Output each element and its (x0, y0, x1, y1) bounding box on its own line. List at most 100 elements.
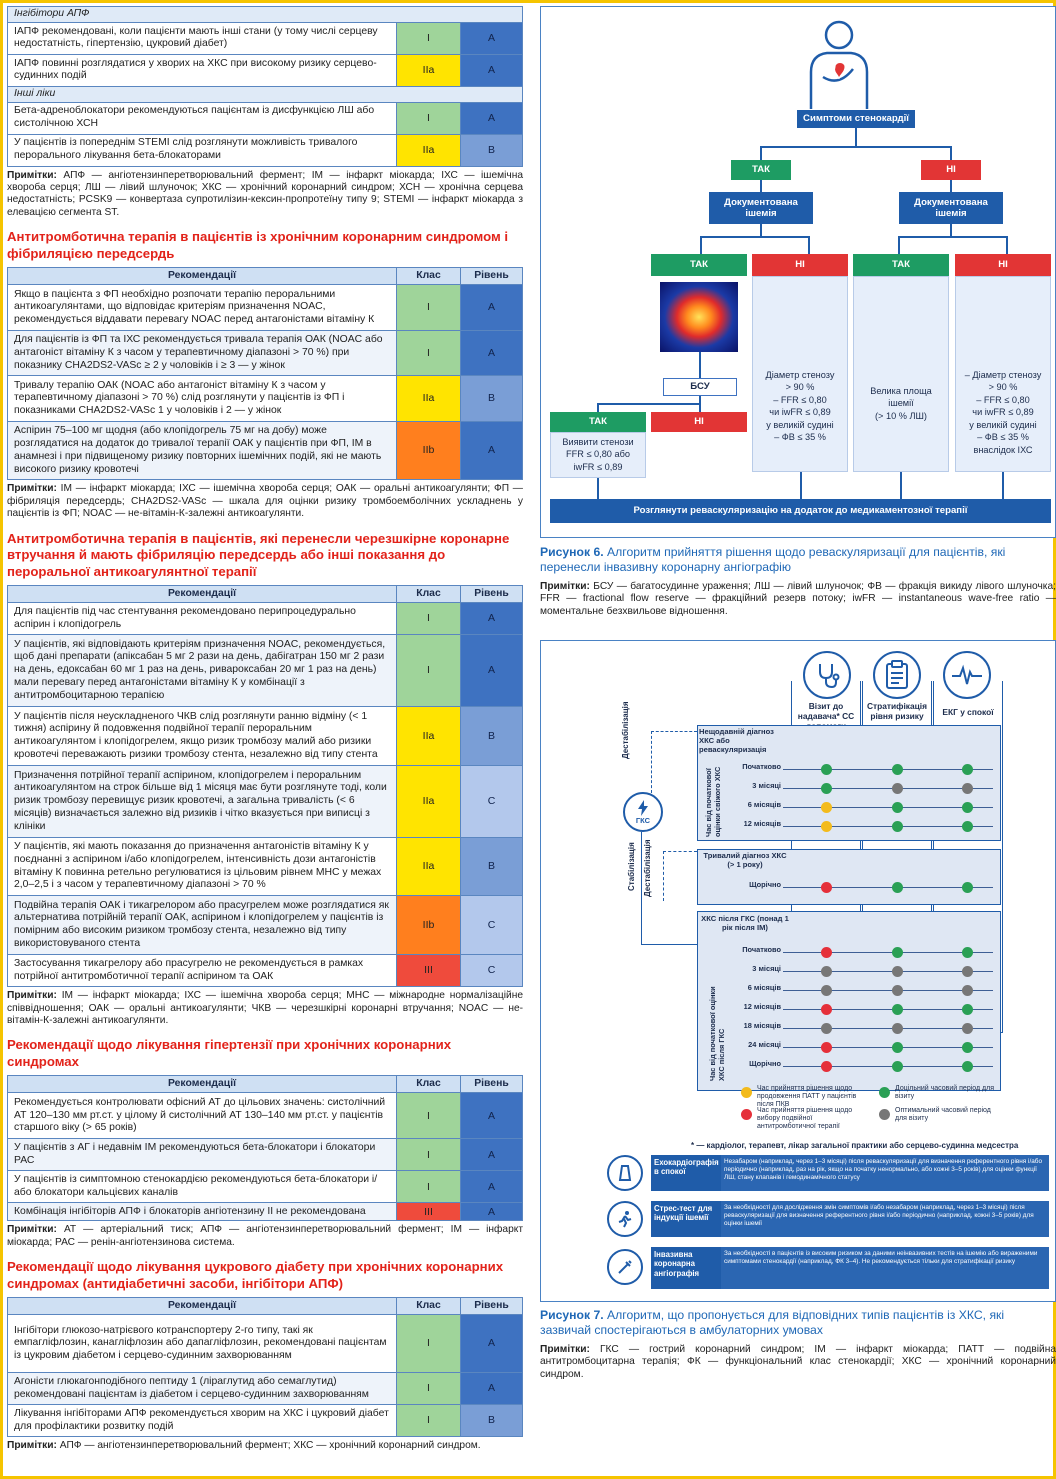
rec-text: Агоністи глюкагонподібного пептиду 1 (лі… (7, 1372, 397, 1406)
timeline-dot (962, 764, 973, 775)
timeline-dot (821, 783, 832, 794)
timeline-dot (962, 1023, 973, 1034)
timeline-row-label: Початково (742, 945, 781, 954)
class-cell: I (396, 1138, 461, 1172)
rec-text: Застосування тикагрелору або прасугрелю … (7, 954, 397, 988)
rec-text: У пацієнтів з АГ і недавнім ІМ рекоменду… (7, 1138, 397, 1172)
class-cell: III (396, 1202, 461, 1222)
destabilization-label: Дестабілізація (643, 839, 652, 897)
timeline-row-label: 24 місяці (748, 1040, 781, 1049)
level-cell: C (460, 765, 523, 839)
patient-icon (809, 20, 869, 109)
test-stress-name: Стрес-тест для індукції ішемії (651, 1201, 721, 1237)
left-column: Інгібітори АПФ ІАПФ рекомендовані, коли … (7, 6, 523, 1457)
timeline-dot (821, 821, 832, 832)
stabilization-label: Стабілізація (627, 842, 636, 891)
ace-inhibitors-table: Інгібітори АПФ ІАПФ рекомендовані, коли … (7, 6, 523, 167)
timeline-dot (821, 882, 832, 893)
stethoscope-icon (803, 651, 851, 699)
level-cell: B (460, 133, 523, 167)
class-cell: I (396, 1314, 461, 1374)
test-angiography: Інвазивна коронарна ангіографія За необх… (607, 1245, 1049, 1291)
col-header-level: Рівень (460, 1297, 523, 1316)
level-cell: A (460, 53, 523, 87)
col-header-rec: Рекомендації (7, 585, 397, 604)
subheader-other: Інші ліки (7, 85, 523, 103)
col-header-class: Клас (396, 267, 461, 286)
ecg-icon (943, 651, 991, 699)
group-post-acs (697, 911, 1001, 1091)
col-header-level: Рівень (460, 585, 523, 604)
timeline-row-label: 3 місяці (752, 964, 781, 973)
subheader-ace: Інгібітори АПФ (7, 6, 523, 23)
col-header-rec: Рекомендації (7, 1297, 397, 1316)
timeline-dot (962, 821, 973, 832)
level-cell: A (460, 1372, 523, 1406)
timeline-row-label: 12 місяців (743, 819, 781, 828)
rec-text: Для пацієнтів із ФП та ІХС рекомендуєтьс… (7, 330, 397, 377)
rec-text: ІАПФ повинні розглядатися у хворих на ХК… (7, 53, 397, 87)
timeline-dot (892, 783, 903, 794)
level-cell: A (460, 1138, 523, 1172)
class-cell: IIa (396, 706, 461, 767)
test-stress: Стрес-тест для індукції ішемії За необхі… (607, 1199, 1049, 1241)
col-header-class: Клас (396, 1075, 461, 1094)
timeline-row-label: 18 місяців (743, 1021, 781, 1030)
class-cell: I (396, 284, 461, 332)
class-cell: I (396, 101, 461, 135)
perfusion-scan-image (660, 282, 738, 352)
rec-text: Для пацієнтів під час стентування рекоме… (7, 602, 397, 636)
level-cell: B (460, 706, 523, 767)
level-cell: A (460, 101, 523, 135)
destabilization-label: Дестабілізація (621, 701, 630, 759)
timeline-dot (962, 783, 973, 794)
class-cell: IIb (396, 421, 461, 481)
group-post-acs-side: Час від початкової оцінки ХКС після ГКС (708, 986, 726, 1081)
class-cell: IIa (396, 837, 461, 897)
col-header-risk-label: Стратифікація рівня ризику (866, 701, 928, 721)
timeline-dot (962, 966, 973, 977)
test-echo-name: Ехокардіографія в спокої (651, 1155, 721, 1191)
timeline-dot (821, 764, 832, 775)
col-header-ecg-label: ЕКГ у спокої (942, 707, 994, 717)
legend-label: Оптимальний часовий період для візиту (895, 1107, 991, 1123)
timeline-dot (962, 802, 973, 813)
rec-text: ІАПФ рекомендовані, коли пацієнти мають … (7, 21, 397, 55)
timeline-dot (892, 966, 903, 977)
rec-text: Тривалу терапію ОАК (NOAC або антагоніст… (7, 375, 397, 423)
timeline-dot (962, 985, 973, 996)
class-cell: I (396, 21, 461, 55)
table-note: Примітки: АПФ — ангіотензинперетворюваль… (7, 169, 523, 218)
echo-icon (607, 1155, 643, 1191)
section-title: Антитромботична терапія в пацієнтів, які… (7, 530, 510, 579)
legend-dot-yellow (741, 1087, 752, 1098)
timeline-dot (892, 1042, 903, 1053)
timeline-row-label: 6 місяців (747, 800, 781, 809)
yes-box: ТАК (651, 254, 747, 276)
level-cell: A (460, 421, 523, 481)
legend-dot-green (879, 1087, 890, 1098)
syringe-icon (607, 1249, 643, 1285)
timeline-row-label: Щорічно (749, 1059, 781, 1068)
documented-ischemia-box: Документована ішемія (709, 192, 813, 224)
group-recent-ccs-side: Час від початкової оцінки свіжого ХКС (704, 766, 722, 837)
timeline-dot (892, 802, 903, 813)
timeline-dot (892, 1061, 903, 1072)
footnote: * — кардіолог, терапевт, лікар загальної… (691, 1141, 1019, 1150)
rec-text: У пацієнтів із симптомною стенокардією р… (7, 1170, 397, 1204)
col-header-class: Клас (396, 1297, 461, 1316)
class-cell: I (396, 1170, 461, 1204)
legend-label: Час прийняття рішення щодо продовження П… (757, 1085, 857, 1109)
timeline-dot (821, 1061, 832, 1072)
legend-label: Час прийняття рішення щодо вибору подвій… (757, 1107, 853, 1131)
level-cell: A (460, 1170, 523, 1204)
group-long-ccs (697, 849, 1001, 905)
group-recent-ccs-title: Нещодавній діагноз ХКС або реваскуляриза… (699, 727, 774, 754)
timeline-dot (892, 764, 903, 775)
test-angiography-name: Інвазивна коронарна ангіографія (651, 1247, 721, 1289)
figure-7: Візит до надавача* СС допомоги Стратифік… (540, 640, 1056, 1302)
rec-text: Лікування інгібіторами АПФ рекомендуєтьс… (7, 1404, 397, 1438)
